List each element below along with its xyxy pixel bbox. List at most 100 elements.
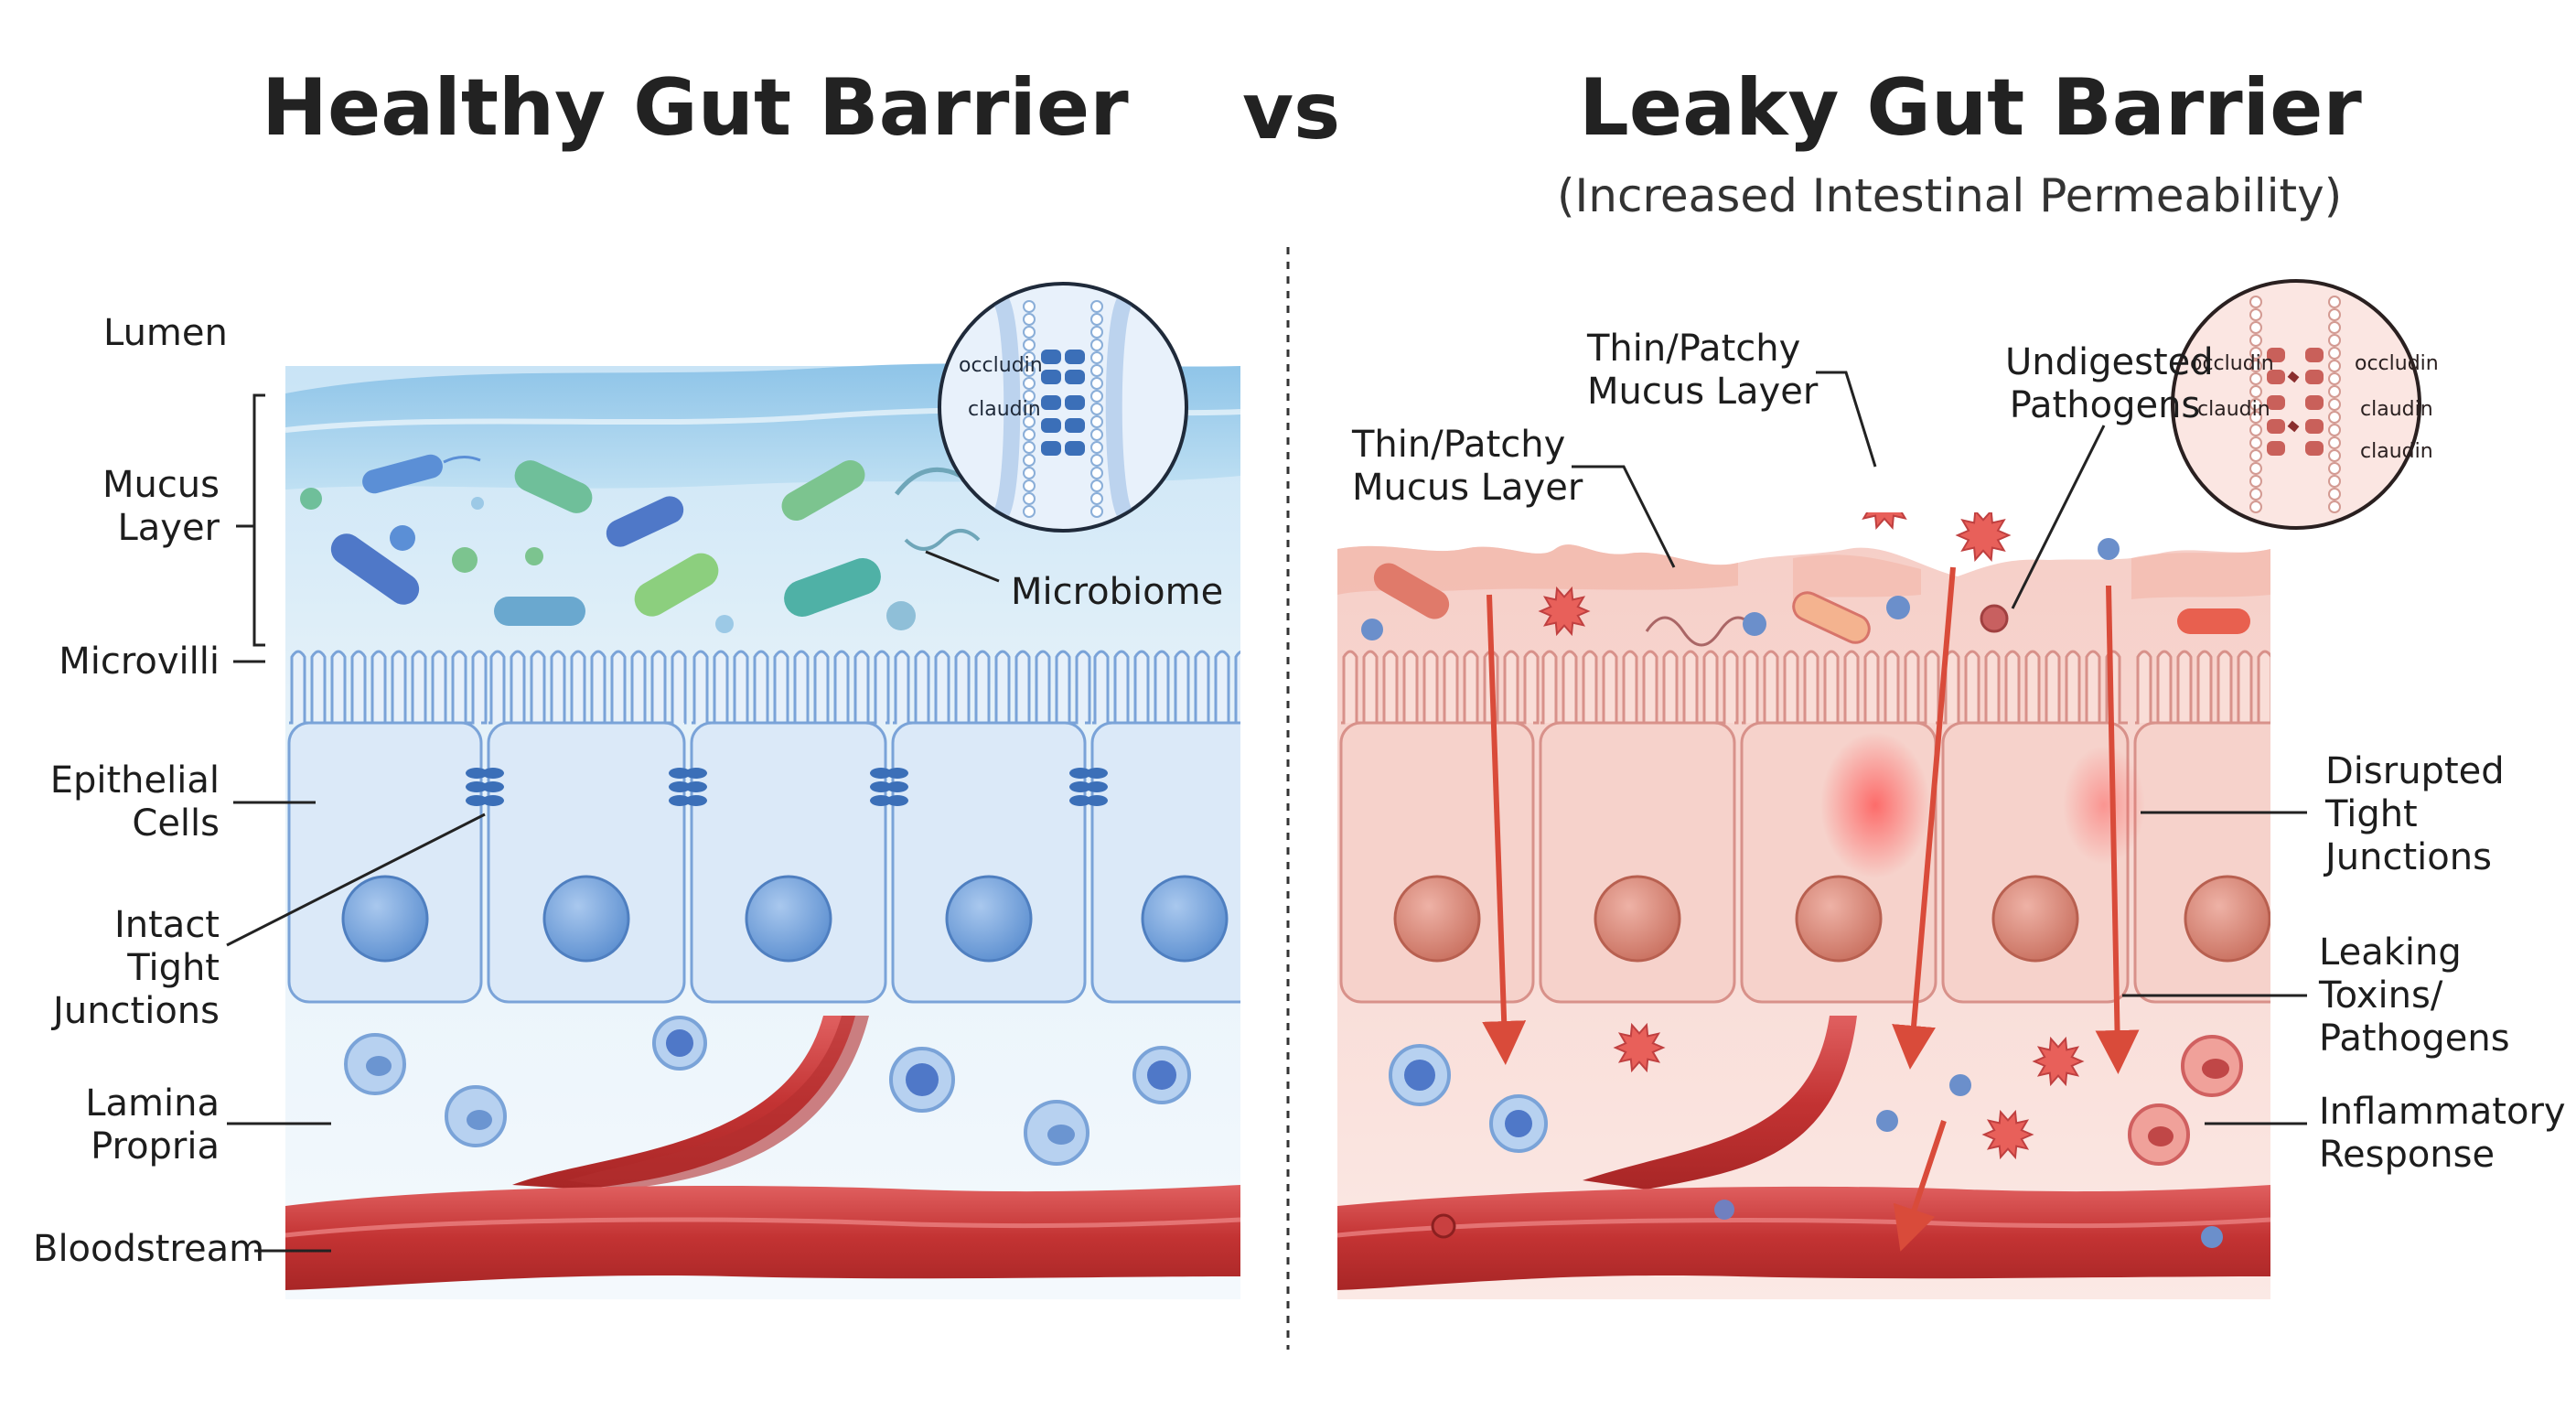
bloodstream-label: Bloodstream	[33, 1228, 265, 1270]
healthy-cell-body	[487, 721, 686, 1004]
healthy-cell-body	[690, 721, 887, 1004]
pathogen-icon	[1955, 512, 2012, 562]
leaky-cell-body	[1339, 721, 1535, 1004]
healthy-nucleus	[745, 875, 832, 963]
disrupted-protein	[2305, 395, 2324, 410]
thin-mucus-label-left: Thin/Patchy Mucus Layer	[1352, 424, 1583, 510]
junction-protein	[1065, 441, 1085, 456]
leaking-line1: Leaking	[2319, 931, 2462, 974]
lamina-label-line2: Propria	[91, 1125, 220, 1168]
healthy-nucleus	[945, 875, 1033, 963]
disrupted-protein	[2267, 395, 2285, 410]
disrupted-protein	[2267, 441, 2285, 456]
tight-junction	[669, 768, 707, 806]
thin-mucus-label-right: Thin/Patchy Mucus Layer	[1587, 328, 1818, 414]
leaky-nucleus	[1795, 875, 1883, 963]
intact-label-line2: Tight	[127, 947, 220, 989]
microvilli-label: Microvilli	[59, 640, 220, 683]
junction-protein	[1041, 350, 1061, 364]
tight-junction	[1069, 768, 1108, 806]
lamina-propria-label: Lamina Propria	[85, 1082, 220, 1168]
leaky-cell	[2133, 650, 2270, 1004]
intact-label-line3: Junctions	[53, 990, 220, 1032]
disrupted-protein	[2267, 348, 2285, 362]
disrupted-tight-junctions-label: Disrupted Tight Junctions	[2325, 750, 2505, 879]
occludin-label: occludin	[959, 354, 1043, 377]
microbiome-label: Microbiome	[1011, 571, 1224, 613]
junction-protein	[1041, 441, 1061, 456]
leaking-toxins-label: Leaking Toxins/ Pathogens	[2319, 931, 2510, 1060]
mucus-layer-bracket	[252, 393, 265, 647]
junction-protein	[1065, 370, 1085, 384]
junction-protein	[1041, 370, 1061, 384]
leaky-subtitle: (Increased Intestinal Permeability)	[1557, 169, 2343, 222]
disrupted-protein	[2305, 441, 2324, 456]
leaking-line3: Pathogens	[2319, 1017, 2510, 1060]
leaky-cell	[1539, 650, 1739, 1004]
leaky-bacteria	[1361, 538, 2250, 647]
healthy-blood-vessel	[285, 1016, 1240, 1290]
disrupted-protein	[2305, 370, 2324, 384]
healthy-nucleus	[1141, 875, 1229, 963]
mucus-label-line2: Layer	[117, 507, 220, 549]
disrupted-line2: Tight	[2325, 793, 2418, 835]
junction-protein	[1041, 395, 1061, 410]
disrupted-line3: Junctions	[2325, 836, 2492, 878]
pathogen-icon	[1613, 1022, 1666, 1073]
leaky-title: Leaky Gut Barrier	[1579, 62, 2362, 154]
epithelial-label-line2: Cells	[132, 802, 220, 845]
healthy-nucleus	[341, 875, 429, 963]
healthy-cell	[287, 650, 488, 1004]
pathogen-icon	[1538, 586, 1591, 637]
pathogen-icon	[1862, 512, 1907, 530]
healthy-cell-body	[287, 721, 483, 1004]
inflammatory-line2: Response	[2319, 1134, 2496, 1176]
claudin-label: claudin	[968, 398, 1041, 421]
healthy-nucleus	[542, 875, 630, 963]
healthy-immune-cells	[344, 1016, 1191, 1166]
vs-label: vs	[1242, 66, 1341, 157]
leaky-cell-body	[1539, 721, 1736, 1004]
healthy-tight-junction-inset: occludin claudin	[938, 282, 1188, 533]
leaky-blood-vessel	[1337, 1016, 2270, 1290]
leaky-nucleus	[2184, 875, 2270, 963]
disrupted-protein	[2267, 419, 2285, 434]
junction-protein	[1065, 395, 1085, 410]
leakage-arrows	[1482, 566, 2140, 1252]
leaky-nucleus	[1991, 875, 2079, 963]
leaky-nucleus	[1594, 875, 1681, 963]
disrupted-protein	[2305, 419, 2324, 434]
intact-label-line1: Intact	[113, 904, 220, 946]
leaky-inset-label: claudin	[2197, 398, 2270, 421]
inflammatory-response-label: Inflammatory Response	[2319, 1091, 2566, 1177]
junction-protein	[1065, 418, 1085, 433]
leaky-leader-lines	[1572, 371, 2307, 1125]
junction-protein	[1041, 418, 1061, 433]
leaky-cell	[1339, 650, 1540, 1004]
thin-a-line2: Mucus Layer	[1352, 467, 1583, 509]
leaky-immune-cells	[1389, 1035, 2243, 1166]
mucus-layer-label: Mucus Layer	[102, 464, 220, 550]
disrupted-protein	[2305, 348, 2324, 362]
leaking-line2: Toxins/	[2319, 974, 2443, 1017]
epithelial-cells-label: Epithelial Cells	[50, 759, 220, 845]
epithelial-label-line1: Epithelial	[49, 759, 220, 802]
mucus-label-line1: Mucus	[102, 464, 220, 506]
healthy-cell	[1090, 650, 1240, 1004]
lamina-label-line1: Lamina	[85, 1082, 220, 1125]
leaky-inset-label: occludin	[2190, 352, 2274, 375]
leaky-inset-label: claudin	[2360, 398, 2433, 421]
thin-a-line1: Thin/Patchy	[1352, 424, 1566, 466]
leaky-inset-label: occludin	[2355, 352, 2439, 375]
intact-tight-junctions-label: Intact Tight Junctions	[53, 904, 220, 1033]
tight-junction	[466, 768, 504, 806]
thin-b-line1: Thin/Patchy	[1587, 328, 1801, 370]
disrupted-protein	[2267, 370, 2285, 384]
lumen-label: Lumen	[103, 312, 228, 354]
leaky-inset-label: claudin	[2360, 440, 2433, 463]
leaky-tight-junction-inset: occludin claudin occludin claudin claudin	[2171, 279, 2439, 530]
undigested-line1: Undigested	[2005, 341, 2214, 383]
healthy-leader-lines	[226, 524, 1000, 1253]
disrupted-line1: Disrupted	[2325, 750, 2505, 792]
